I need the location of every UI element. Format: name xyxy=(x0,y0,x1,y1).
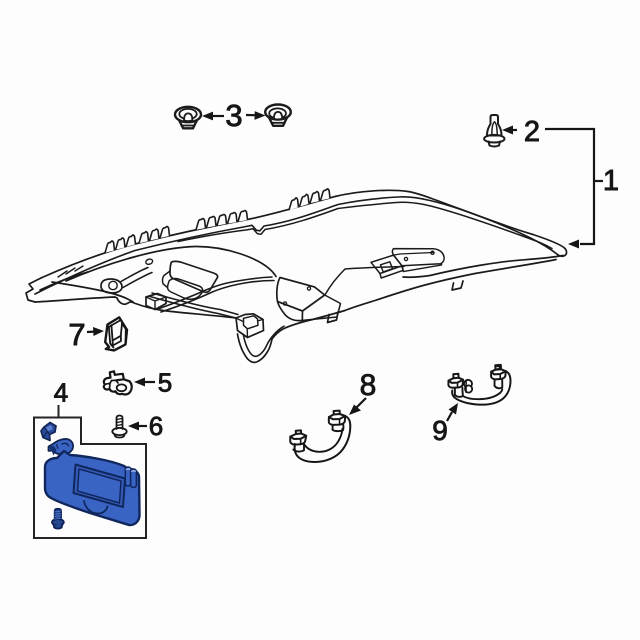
svg-text:1: 1 xyxy=(603,165,619,197)
svg-text:5: 5 xyxy=(158,368,172,398)
svg-text:2: 2 xyxy=(524,116,540,148)
svg-text:6: 6 xyxy=(149,411,163,441)
svg-text:3: 3 xyxy=(225,98,242,133)
svg-text:8: 8 xyxy=(360,369,377,402)
svg-text:4: 4 xyxy=(54,378,68,408)
svg-text:9: 9 xyxy=(432,415,448,446)
svg-text:7: 7 xyxy=(68,317,85,352)
